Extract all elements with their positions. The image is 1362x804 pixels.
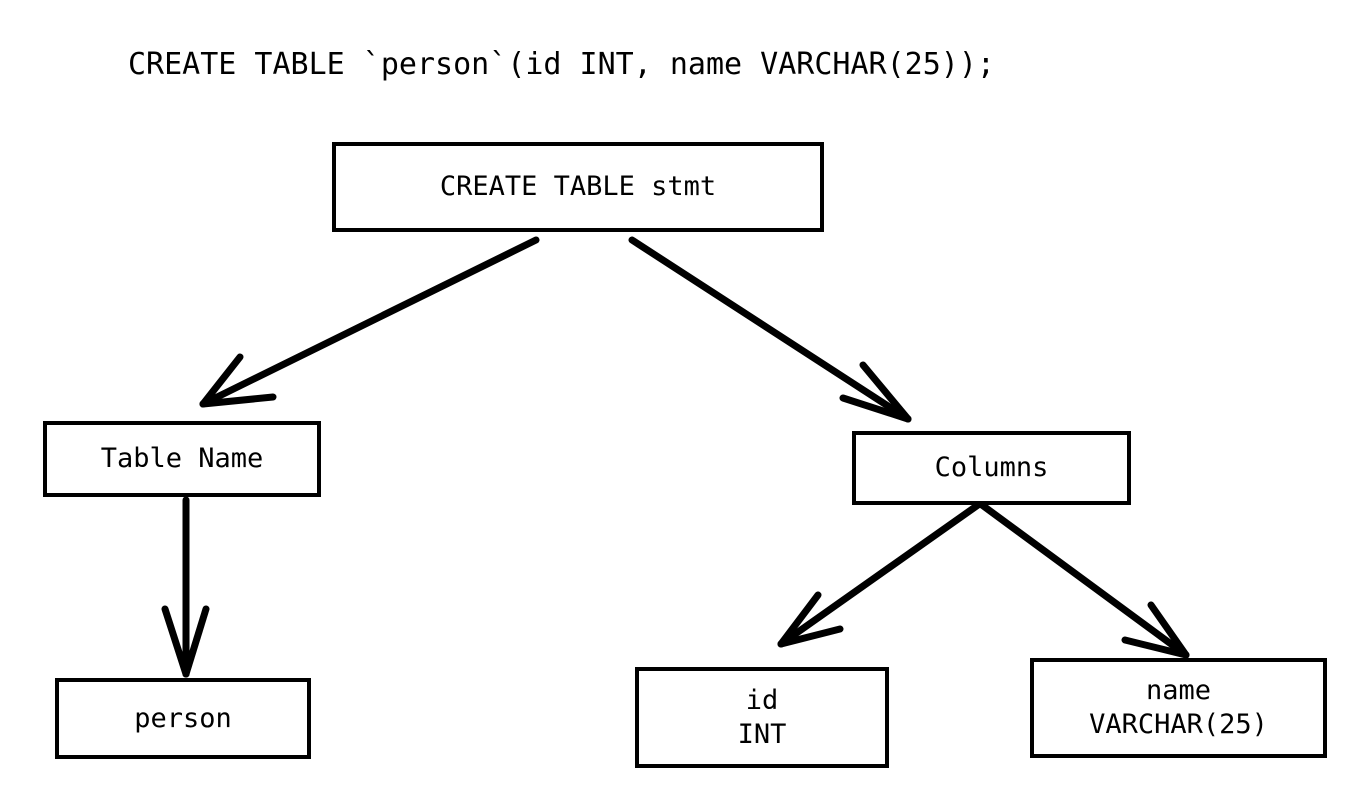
node-column-name-type: VARCHAR(25) — [1089, 709, 1268, 740]
node-column-id-name: id — [745, 684, 779, 716]
node-table-name-label: Table Name — [100, 443, 264, 475]
node-person[interactable]: person — [55, 678, 311, 759]
node-column-name[interactable]: name VARCHAR(25) — [1030, 658, 1327, 758]
node-person-label: person — [134, 702, 232, 734]
edge-columns-to-column-name — [978, 501, 1190, 659]
node-column-name-name: name — [1145, 675, 1212, 707]
sql-statement-caption: CREATE TABLE `person`(id INT, name VARCH… — [128, 47, 995, 82]
node-create-table-stmt[interactable]: CREATE TABLE stmt — [332, 142, 824, 232]
node-column-id[interactable]: id INT — [635, 667, 889, 768]
edge-columns-to-column-id — [777, 501, 982, 648]
edge-root-to-columns — [628, 236, 912, 423]
node-columns[interactable]: Columns — [852, 431, 1131, 505]
node-columns-label: Columns — [934, 452, 1049, 484]
edge-table-name-to-person — [161, 496, 210, 678]
node-column-id-type: INT — [737, 718, 787, 750]
node-table-name[interactable]: Table Name — [43, 421, 321, 497]
node-root-label: CREATE TABLE stmt — [439, 171, 717, 203]
edge-root-to-table-name — [199, 236, 540, 408]
